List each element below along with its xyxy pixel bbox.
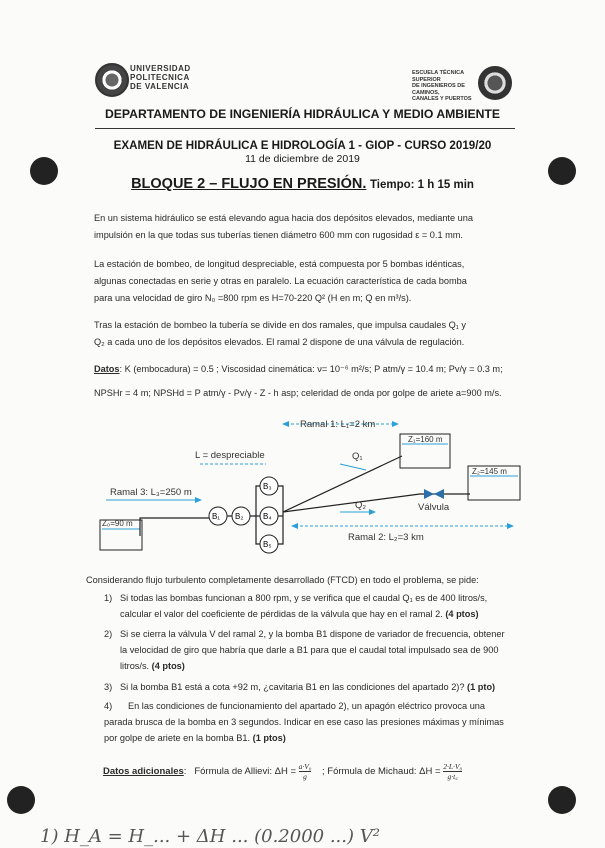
data-line: NPSHr = 4 m; NPSHd = P atm/γ - Pv/γ - Z …: [94, 388, 502, 398]
pump-b3: B₃: [259, 476, 279, 496]
q1-label: Q₁: [352, 451, 363, 462]
points: (1 ptos): [252, 733, 286, 744]
reservoir-z0: [99, 519, 143, 551]
block-title: BLOQUE 2 – FLUJO EN PRESIÓN.: [131, 176, 367, 192]
binder-hole: [548, 786, 576, 814]
additional-data-label: Datos adicionales: [103, 766, 184, 778]
valve-icon: [424, 489, 434, 499]
svg-text:B₁: B₁: [212, 512, 220, 521]
data-line: : K (embocadura) = 0.5 ; Viscosidad cine…: [119, 364, 503, 374]
z1-label: Z₁=160 m: [408, 435, 443, 444]
binder-hole: [548, 157, 576, 185]
pipe-ramal1: [282, 455, 403, 513]
pipe-manifold: [250, 485, 260, 517]
svg-text:B₃: B₃: [263, 482, 272, 491]
ramal3-label: Ramal 3: L₃=250 m: [110, 487, 192, 498]
upv-logo: [95, 63, 129, 97]
z0-label: Z₀=90 m: [102, 519, 133, 528]
reservoir-z1: [399, 433, 451, 469]
system-diagram: Ramal 1: L₁=2 km Z₁=160 m Z₂=145 m Z₀=90…: [99, 419, 521, 554]
block-heading: BLOQUE 2 – FLUJO EN PRESIÓN. Tiempo: 1 h…: [0, 176, 605, 192]
question-number: 2): [104, 629, 113, 639]
question-number: 4): [104, 701, 113, 711]
school-logo: [478, 66, 512, 100]
paragraph-pumps: La estación de bombeo, de longitud despr…: [94, 259, 467, 303]
arrowhead: [507, 523, 514, 529]
exam-date: 11 de diciembre de 2019: [245, 153, 360, 165]
arrowhead: [369, 509, 376, 515]
question-2: Si se cierra la válvula V del ramal 2, y…: [120, 629, 505, 672]
binder-hole: [30, 157, 58, 185]
z2-label: Z₂=145 m: [472, 467, 507, 476]
svg-text:B₂: B₂: [235, 512, 243, 521]
allievi-fraction: a·V₀ g: [298, 762, 312, 781]
pipe-manifold: [278, 485, 284, 545]
ramal1-label: Ramal 1: L₁=2 km: [300, 419, 375, 430]
question-3: Si la bomba B1 está a cota +92 m, ¿cavit…: [120, 682, 496, 692]
data-label: Datos: [94, 364, 120, 374]
points: (1 pto): [467, 682, 496, 692]
points: (4 ptos): [151, 661, 185, 672]
divider: [95, 128, 515, 129]
exam-title: EXAMEN DE HIDRÁULICA E HIDROLOGÍA 1 - GI…: [113, 139, 492, 152]
handwritten-notes: 1) H_A = H_... + ΔH ... (0.2000 ...) V²: [40, 826, 380, 847]
upv-name: UNIVERSIDAD POLITECNICA DE VALENCIA: [130, 64, 191, 91]
question-1: Si todas las bombas funcionan a 800 rpm,…: [120, 593, 488, 620]
allievi-formula: Fórmula de Allievi: ΔH =: [194, 766, 296, 778]
pipe-ramal2: [282, 493, 470, 513]
q1-arrow: [339, 463, 367, 471]
question-4-cont: parada brusca de la bomba en 3 segundos.…: [104, 717, 504, 744]
svg-text:B₄: B₄: [263, 512, 272, 521]
michaud-fraction: 2·L·V₀ g·t꜀: [443, 762, 463, 781]
question-number: 3): [104, 682, 113, 692]
block-time: Tiempo: 1 h 15 min: [369, 179, 474, 191]
arrowhead: [392, 421, 399, 427]
arrowhead: [282, 421, 289, 427]
svg-text:B₅: B₅: [263, 540, 272, 549]
arrowhead: [195, 497, 202, 503]
question-4: En las condiciones de funcionamiento del…: [128, 701, 486, 711]
l-desp-label: L = despreciable: [195, 450, 265, 461]
binder-hole: [7, 786, 35, 814]
pump-b1: B₁: [208, 506, 228, 526]
questions-intro: Considerando flujo turbulento completame…: [86, 575, 479, 585]
department-title: DEPARTAMENTO DE INGENIERÍA HIDRÁULICA Y …: [105, 107, 500, 121]
paragraph-data: Datos: K (embocadura) = 0.5 ; Viscosidad…: [94, 357, 564, 405]
michaud-formula: ; Fórmula de Michaud: ΔH =: [322, 766, 441, 778]
valve-label: Válvula: [418, 502, 450, 513]
pump-b4: B₄: [259, 506, 279, 526]
valve-icon: [434, 489, 444, 499]
pipe-segment: [255, 516, 260, 545]
pump-b5: B₅: [259, 534, 279, 554]
reservoir-z2: [467, 465, 521, 501]
school-name: ESCUELA TÉCNICA SUPERIOR DE INGENIEROS D…: [412, 70, 472, 102]
paragraph-branches: Tras la estación de bombeo la tubería se…: [94, 320, 466, 347]
points: (4 ptos): [445, 609, 479, 620]
paragraph-intro: En un sistema hidráulico se está elevand…: [94, 213, 473, 240]
pipe-ramal3: [139, 517, 210, 536]
pump-b2: B₂: [231, 506, 251, 526]
q2-label: Q₂: [355, 500, 366, 511]
question-number: 1): [104, 593, 113, 603]
additional-data: Datos adicionales: Fórmula de Allievi: Δ…: [103, 762, 463, 781]
ramal2-label: Ramal 2: L₂=3 km: [348, 532, 424, 543]
arrowhead: [291, 523, 298, 529]
